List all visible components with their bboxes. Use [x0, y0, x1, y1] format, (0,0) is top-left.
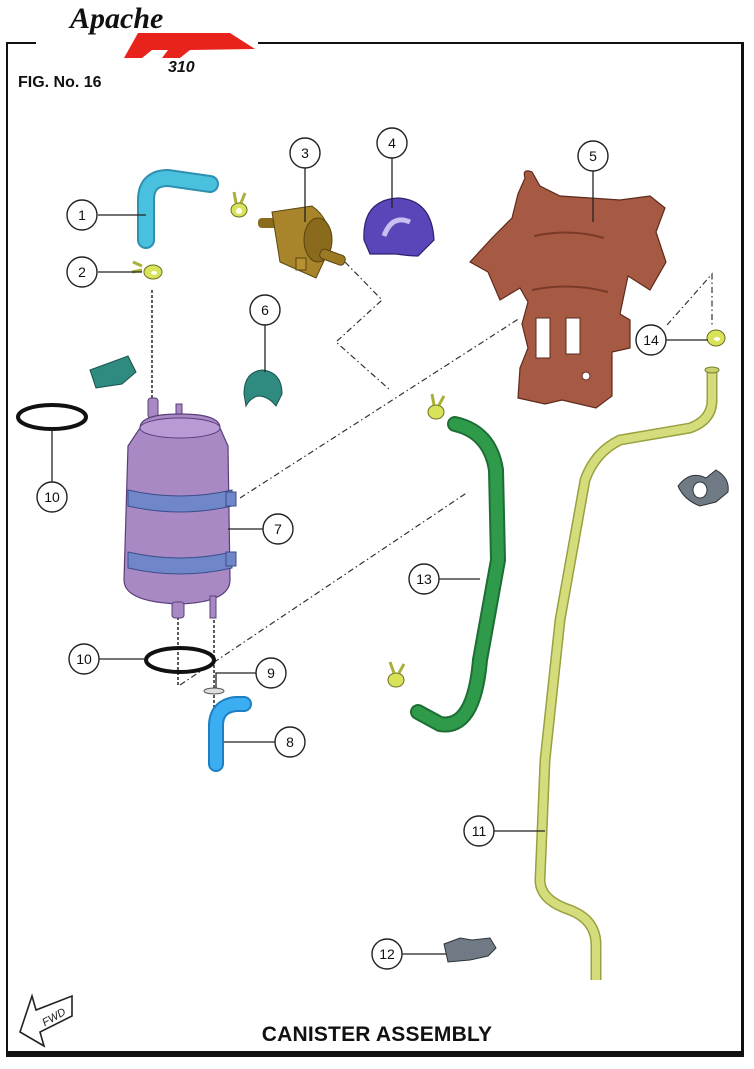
svg-text:11: 11 [472, 823, 487, 839]
part-5-bracket [469, 170, 667, 409]
clip-hose-13-top [427, 393, 446, 420]
part-9-washer [203, 687, 225, 695]
svg-text:12: 12 [379, 946, 395, 962]
callout-5: 5 [577, 140, 609, 222]
svg-text:8: 8 [286, 734, 294, 750]
svg-text:7: 7 [274, 521, 282, 537]
part-10-band-upper [16, 403, 88, 431]
apache-rr-310-logo: Apache 310 [68, 2, 255, 76]
callout-4: 4 [376, 127, 408, 208]
part-12-pipe-clamp [443, 937, 497, 963]
callout-12: 12 [371, 938, 446, 970]
part-3-purge-valve [258, 205, 346, 279]
part-4-cushion [363, 197, 435, 257]
grommet-left [89, 355, 137, 389]
svg-text:10: 10 [44, 489, 60, 505]
part-13-hose [410, 416, 507, 733]
svg-text:9: 9 [267, 665, 275, 681]
callout-1: 1 [66, 199, 146, 231]
part-6-grommet [243, 369, 283, 408]
callout-10-lower: 10 [68, 643, 146, 675]
arrow-icon [19, 993, 73, 1048]
part-10-band-lower [144, 646, 216, 674]
svg-text:14: 14 [643, 332, 659, 348]
svg-text:1: 1 [78, 207, 86, 223]
assembly-title: CANISTER ASSEMBLY [261, 1023, 493, 1046]
callout-7: 7 [228, 513, 294, 545]
svg-text:3: 3 [301, 145, 309, 161]
part-11-drain-pipe [534, 366, 720, 980]
svg-text:4: 4 [388, 135, 396, 151]
pipe-clamp-right [677, 469, 729, 507]
svg-text:10: 10 [76, 651, 92, 667]
part-8-pipe [208, 696, 252, 772]
part-1-hose [137, 168, 219, 249]
figure-label: FIG. No. 16 [18, 74, 102, 91]
logo-number-text: 310 [168, 59, 195, 76]
callout-10-upper: 10 [36, 429, 68, 513]
svg-text:2: 2 [78, 264, 86, 280]
clip-hose-13-bottom [387, 661, 406, 688]
callout-6: 6 [249, 294, 281, 372]
svg-text:6: 6 [261, 302, 269, 318]
callout-3: 3 [289, 137, 321, 222]
callout-14: 14 [635, 324, 708, 356]
callout-8: 8 [224, 726, 306, 758]
part-14-clip [706, 329, 726, 347]
callout-11: 11 [463, 815, 545, 847]
svg-text:5: 5 [589, 148, 597, 164]
svg-text:13: 13 [416, 571, 432, 587]
callout-2: 2 [66, 256, 142, 288]
callout-13: 13 [408, 563, 480, 595]
logo-rr-mark [124, 33, 255, 58]
logo-brand-text: Apache [68, 2, 163, 35]
clip-hose-1 [230, 191, 248, 218]
diagram-frame [6, 42, 744, 1057]
callout-9: 9 [215, 657, 287, 689]
part-2-clip [131, 260, 163, 280]
forward-direction-arrow: FWD [19, 993, 73, 1048]
part-7-canister [123, 397, 237, 619]
